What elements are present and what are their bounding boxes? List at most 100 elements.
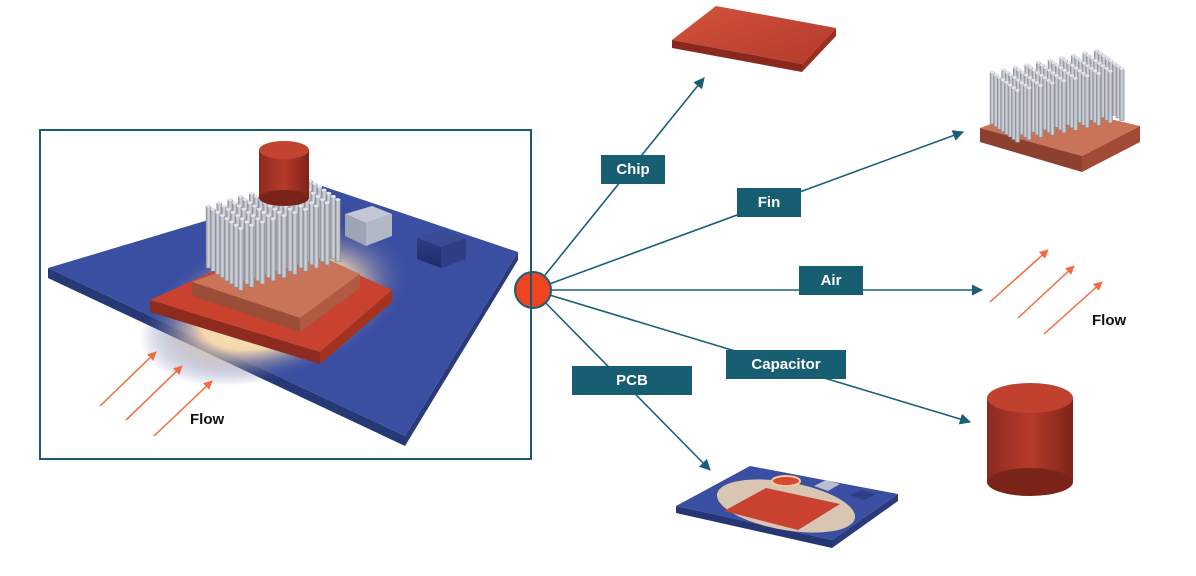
fin-pin-top [298, 204, 304, 208]
fin-pin-top [1035, 71, 1041, 75]
capacitor-component [987, 383, 1073, 496]
fin-pin-top [226, 207, 231, 211]
fin-pin-top [320, 198, 325, 202]
fin-pin-top [1108, 69, 1113, 73]
main-capacitor [259, 141, 309, 206]
fin-pin-top [267, 204, 273, 208]
fin-pin-top [272, 207, 278, 211]
fin-pin-top [330, 194, 336, 198]
fin-pin-top [1028, 65, 1033, 69]
fin-pin-top [1039, 73, 1044, 77]
fin-pin-top [1048, 58, 1053, 62]
fin-pin [1072, 77, 1078, 131]
fin-pin-top [1000, 78, 1006, 82]
fin-pin-top [241, 207, 247, 211]
fin-pin-top [1084, 74, 1090, 78]
fin-pin-top [997, 75, 1002, 79]
flow-label-air: Flow [1092, 312, 1127, 329]
fin-pin-top [990, 70, 995, 74]
fin-pin-top [312, 182, 318, 186]
fin-pin-top [1078, 58, 1083, 62]
fin-pin-top [307, 178, 313, 182]
fin-pin-top [1101, 54, 1107, 58]
fin-pin-top [227, 198, 233, 202]
fin-pin-top [1069, 74, 1075, 78]
connectors [532, 77, 984, 471]
fin-pin [1107, 70, 1113, 124]
fin-pin-top [1093, 59, 1099, 63]
fin-pin-top [1055, 63, 1060, 67]
fin-pin-top [243, 198, 248, 202]
fin-pin-top [1050, 71, 1056, 75]
fin-pin-top [1082, 61, 1087, 65]
fin-pin-top [270, 217, 276, 221]
fin-pin-top [1066, 61, 1072, 65]
fin-pin-top [1046, 78, 1051, 82]
fin-pin-top [255, 217, 261, 221]
fin-pin-top [1013, 65, 1018, 69]
fin-pin-top [1058, 76, 1063, 80]
label-chip: Chip [601, 155, 665, 184]
fin-pin-top [1077, 69, 1083, 73]
fin-pin-top [1019, 81, 1025, 85]
fin-pin-top [247, 201, 253, 205]
fin-pin-top [1004, 80, 1009, 84]
fin-pin-top [1020, 70, 1025, 74]
main-assembly-frame [39, 129, 532, 460]
fin-pin-top [1086, 53, 1091, 57]
fin-pin-top [1112, 61, 1117, 65]
fin-pin-top [249, 191, 255, 195]
fin-pin-top [1024, 63, 1030, 67]
fin-pin-top [1016, 68, 1022, 72]
fin-pin-top [313, 204, 319, 208]
fin-pin-top [1097, 61, 1102, 65]
fin-pin-top [303, 207, 308, 211]
fin-pin-top [215, 210, 221, 214]
fin-pin-top [239, 217, 245, 221]
main-blue-component [417, 230, 466, 268]
fin-pin-top [1008, 73, 1014, 77]
fin-pin-top [1108, 59, 1114, 63]
fin-pin-top [1105, 56, 1110, 60]
fin-array [989, 48, 1125, 143]
label-pcb: PCB [572, 366, 692, 395]
fin-pin [1026, 87, 1032, 141]
air-flow-arrows [989, 249, 1103, 335]
hub-node [514, 271, 552, 309]
fin-pin-top [292, 210, 298, 214]
fin-pin-top [1100, 64, 1106, 68]
fin-pin-top [1040, 63, 1045, 67]
fin-pin-top [1032, 68, 1037, 72]
fin-pin-top [259, 220, 265, 224]
fin-pin-top [1038, 83, 1043, 87]
fin-pin-top [266, 214, 271, 218]
fin-pin-top [1061, 79, 1067, 83]
fin-pin-top [1059, 56, 1065, 60]
fin-pin-top [1066, 71, 1071, 75]
fin-pin-top [321, 188, 327, 192]
fin-pin-top [326, 191, 332, 195]
fin-pin-top [276, 210, 282, 214]
label-air: Air [799, 266, 863, 295]
fin-pin-top [1008, 83, 1013, 87]
fin-pin-top [1094, 48, 1099, 52]
main-gray-component [345, 206, 392, 246]
fin-pin-top [253, 194, 259, 198]
fin-pin-top [230, 210, 236, 214]
fin-pin-top [1005, 70, 1010, 74]
fin-pin-top [1096, 71, 1101, 75]
fin-pin-top [1098, 51, 1103, 55]
fin-pin-top [1062, 68, 1067, 72]
fin-pin [1096, 73, 1102, 126]
fin-pin-top [210, 207, 216, 211]
fin-pin-top [309, 201, 315, 205]
fin-pin-top [1024, 73, 1029, 77]
fin-pin-top [246, 210, 251, 214]
pcb-chip-footprint [724, 488, 840, 530]
fin-pin-top [1031, 78, 1036, 82]
fin-pin-top [249, 223, 254, 227]
fin-pin-top [1074, 66, 1079, 70]
fin-pin [1061, 80, 1067, 133]
fin-pin-top [335, 198, 341, 202]
